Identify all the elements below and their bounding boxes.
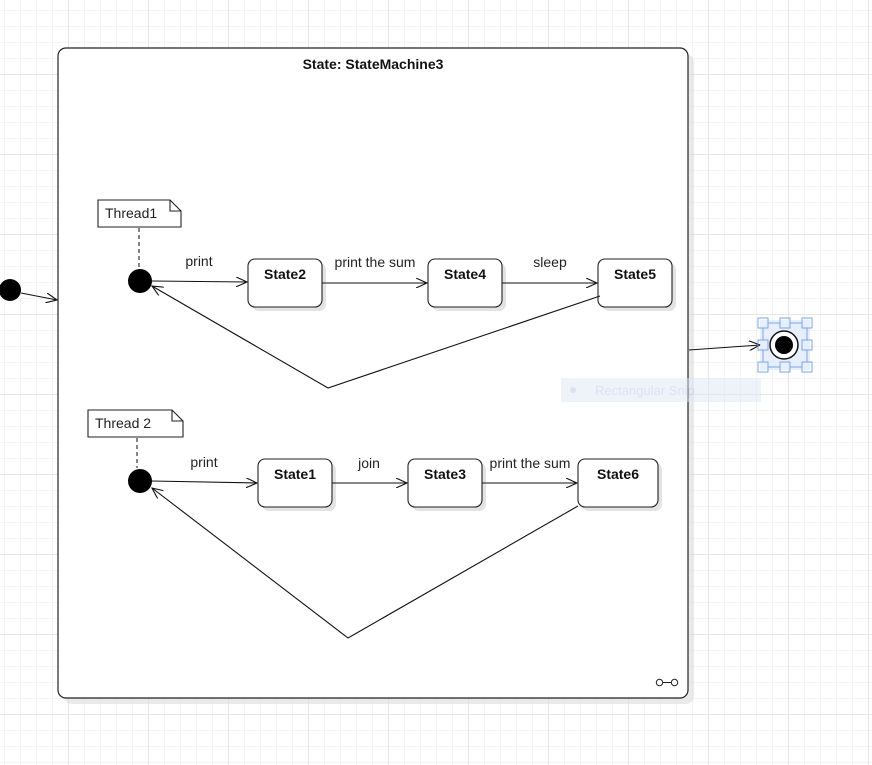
state-state5[interactable]: State5	[597, 258, 676, 311]
thread1-note-label: Thread1	[105, 205, 157, 221]
state-state6[interactable]: State6	[577, 458, 662, 511]
state6-label: State6	[597, 466, 639, 482]
thread1-initial-state[interactable]	[128, 269, 152, 293]
link-icon	[655, 678, 679, 687]
rectangular-snip-ghost: Rectangular Snip	[561, 378, 761, 402]
state2-label: State2	[264, 266, 306, 282]
thread1-region: Thread1 State2 State4 State5 print print…	[97, 199, 676, 389]
thread2-transition-print-label: print	[190, 454, 217, 470]
container-title: State: StateMachine3	[303, 56, 444, 72]
thread2-region: Thread 2 State1 State3 State6 print join…	[87, 409, 662, 639]
thread1-loop-back[interactable]	[152, 286, 601, 389]
thread1-transition-print-label: print	[185, 253, 212, 269]
state4-label: State4	[444, 266, 486, 282]
thread2-note[interactable]: Thread 2	[87, 409, 184, 438]
thread2-loop-back[interactable]	[152, 488, 579, 639]
thread1-transition-print[interactable]	[151, 281, 247, 282]
outer-initial-state[interactable]	[0, 279, 21, 301]
exit-transition[interactable]	[688, 345, 760, 350]
svg-text:Rectangular Snip: Rectangular Snip	[595, 383, 695, 398]
final-state-core	[775, 336, 793, 354]
thread2-transition-print-the-sum-label: print the sum	[490, 455, 571, 471]
state-state3[interactable]: State3	[407, 458, 486, 511]
final-state-selection[interactable]	[757, 317, 813, 373]
state5-label: State5	[614, 266, 656, 282]
thread1-transition-sleep-label: sleep	[533, 254, 567, 270]
thread1-note[interactable]: Thread1	[97, 199, 182, 228]
state1-label: State1	[274, 466, 316, 482]
thread2-transition-print[interactable]	[151, 481, 257, 483]
state-state4[interactable]: State4	[427, 258, 506, 311]
thread1-transition-print-the-sum-label: print the sum	[335, 254, 416, 270]
entry-transition[interactable]	[20, 292, 57, 300]
state-state1[interactable]: State1	[257, 458, 336, 511]
state3-label: State3	[424, 466, 466, 482]
state-state2[interactable]: State2	[247, 258, 326, 311]
thread2-note-label: Thread 2	[95, 415, 151, 431]
thread2-transition-join-label: join	[357, 455, 380, 471]
thread2-initial-state[interactable]	[128, 469, 152, 493]
composite-state-statemachine3[interactable]: State: StateMachine3	[57, 47, 694, 704]
